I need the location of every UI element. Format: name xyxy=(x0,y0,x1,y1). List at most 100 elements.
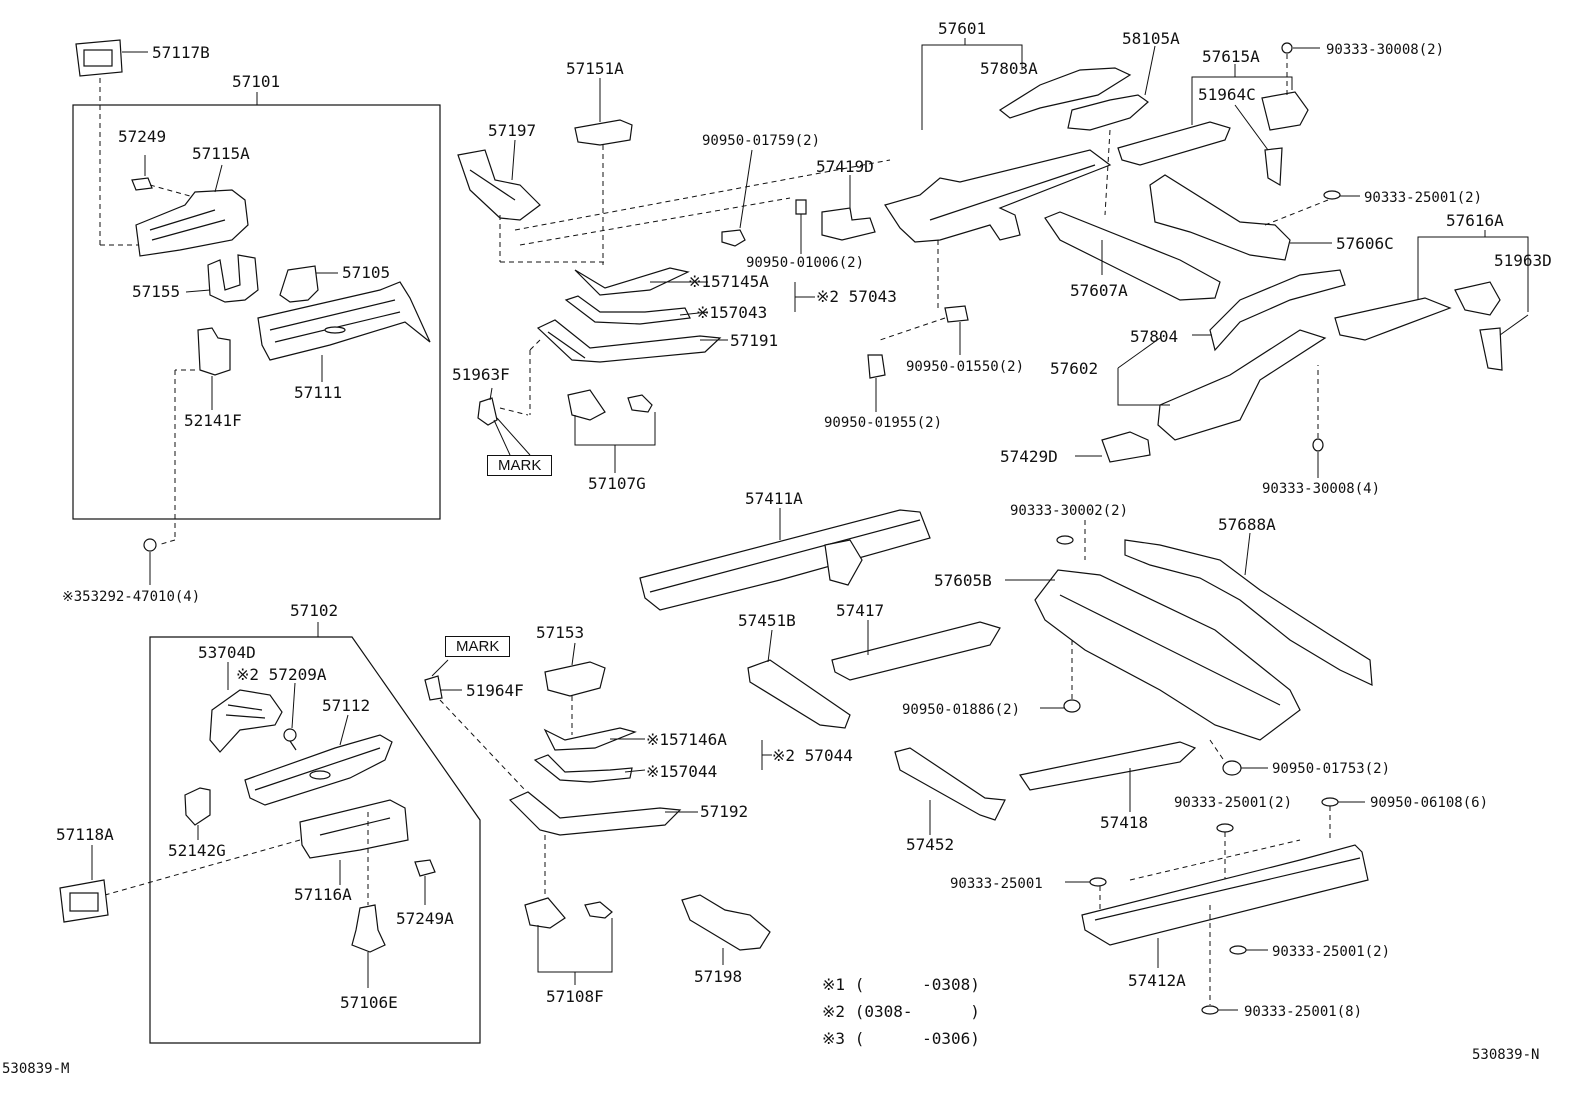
part-53704D xyxy=(209,689,283,753)
code-right: 530839-N xyxy=(1472,1047,1540,1063)
part-57417 xyxy=(831,621,1001,681)
label-57117B: 57117B xyxy=(152,43,210,62)
part-58105A xyxy=(1067,94,1149,131)
label-57145A: ※157145A xyxy=(688,272,769,291)
part-57419D xyxy=(821,207,876,241)
label-90333-25001-d: 90333-25001(2) xyxy=(1272,944,1391,960)
label-90333-25001-b: 90333-25001(2) xyxy=(1174,795,1293,811)
label-57151A: 57151A xyxy=(566,59,624,78)
part-57605B xyxy=(1034,569,1301,741)
label-57606C: 57606C xyxy=(1336,234,1394,253)
label-57249A: 57249A xyxy=(396,909,454,928)
label-90950-01759: 90950-01759(2) xyxy=(702,133,821,149)
part-90950-01886 xyxy=(1063,699,1081,713)
label-57249: 57249 xyxy=(118,127,167,146)
part-57412A xyxy=(1081,844,1369,946)
part-57429D xyxy=(1101,431,1151,463)
part-57198 xyxy=(681,894,771,951)
label-90950-01955: 90950-01955(2) xyxy=(824,415,943,431)
part-57107G xyxy=(567,389,653,421)
label-57601: 57601 xyxy=(938,19,987,38)
label-90333-30008-top: 90333-30008(2) xyxy=(1326,42,1445,58)
part-57191 xyxy=(536,319,722,363)
label-57197: 57197 xyxy=(488,121,537,140)
footnote-3-text: ( -0306) xyxy=(854,1029,980,1048)
label-57411A: 57411A xyxy=(745,489,803,508)
part-57106E xyxy=(351,904,386,953)
label-57118A: 57118A xyxy=(56,825,114,844)
part-90333-30008-top xyxy=(1281,42,1293,54)
label-57688A: 57688A xyxy=(1218,515,1276,534)
part-57804 xyxy=(1209,269,1346,352)
part-90950-01759 xyxy=(721,229,746,247)
part-90333-25001-d xyxy=(1229,945,1247,955)
footnote-2: ※2 (0308- ) xyxy=(822,1003,980,1021)
label-57417: 57417 xyxy=(836,601,885,620)
label-90333-25001-e: 90333-25001(8) xyxy=(1244,1004,1363,1020)
label-57616A: 57616A xyxy=(1446,211,1504,230)
label-57105: 57105 xyxy=(342,263,391,282)
label-57418: 57418 xyxy=(1100,813,1149,832)
footnote-2-mark: ※2 xyxy=(822,1002,846,1021)
part-57108F xyxy=(524,897,613,929)
part-90333-30008-bottom xyxy=(1312,438,1324,452)
part-51964F xyxy=(424,675,443,701)
part-57606C xyxy=(1149,174,1291,261)
label-57112: 57112 xyxy=(322,696,371,715)
part-52142G xyxy=(184,787,211,826)
part-57451B xyxy=(747,659,851,729)
label-90333-30002: 90333-30002(2) xyxy=(1010,503,1129,519)
label-90950-01886: 90950-01886(2) xyxy=(902,702,1021,718)
part-57116A xyxy=(299,799,409,859)
label-52141F: 52141F xyxy=(184,411,242,430)
label-57451B: 57451B xyxy=(738,611,796,630)
label-57108F: 57108F xyxy=(546,987,604,1006)
label-90950-06108: 90950-06108(6) xyxy=(1370,795,1489,811)
part-57153 xyxy=(544,661,606,697)
part-57044 xyxy=(533,754,633,783)
part-57105 xyxy=(279,265,319,303)
part-57145A xyxy=(574,267,690,296)
label-57803A: 57803A xyxy=(980,59,1038,78)
part-57688A xyxy=(1124,539,1373,686)
label-57043a: ※157043 xyxy=(696,303,768,322)
label-90950-01006: 90950-01006(2) xyxy=(746,255,865,271)
part-57418 xyxy=(1019,741,1197,791)
part-57452 xyxy=(894,747,1006,821)
label-51963F: 51963F xyxy=(452,365,510,384)
label-90333-30008-bottom: 90333-30008(4) xyxy=(1262,481,1381,497)
label-58105A: 58105A xyxy=(1122,29,1180,48)
label-57044a: ※157044 xyxy=(646,762,718,781)
label-57429D: 57429D xyxy=(1000,447,1058,466)
label-57607A: 57607A xyxy=(1070,281,1128,300)
footnote-1-text: ( -0308) xyxy=(854,975,980,994)
part-57115A xyxy=(135,189,249,257)
footnote-3-mark: ※3 xyxy=(822,1029,846,1048)
part-90950-01753 xyxy=(1222,760,1242,776)
footnote-1: ※1 ( -0308) xyxy=(822,976,980,994)
label-90950-01550: 90950-01550(2) xyxy=(906,359,1025,375)
part-57151A xyxy=(574,119,633,146)
label-57115A: 57115A xyxy=(192,144,250,163)
part-57602 xyxy=(1157,329,1327,441)
label-57191: 57191 xyxy=(730,331,779,350)
label-90333-25001-c: 90333-25001 xyxy=(950,876,1043,892)
label-57153: 57153 xyxy=(536,623,585,642)
label-57044b: ※2 57044 xyxy=(772,746,853,765)
part-90950-01550 xyxy=(944,305,969,323)
part-90950-06108 xyxy=(1321,797,1339,807)
mark-box-1: MARK xyxy=(487,455,553,476)
part-57155 xyxy=(207,254,259,303)
part-90950-01006 xyxy=(795,199,807,215)
label-57419D: 57419D xyxy=(816,157,874,176)
label-57101: 57101 xyxy=(232,72,281,91)
footnote-2-text: (0308- ) xyxy=(854,1002,980,1021)
label-57111: 57111 xyxy=(294,383,343,402)
label-52142G: 52142G xyxy=(168,841,226,860)
part-57607A xyxy=(1044,211,1221,301)
mark-box-2: MARK xyxy=(445,636,511,657)
part-57118A xyxy=(59,879,109,923)
part-90950-01955 xyxy=(867,354,886,379)
label-57452: 57452 xyxy=(906,835,955,854)
